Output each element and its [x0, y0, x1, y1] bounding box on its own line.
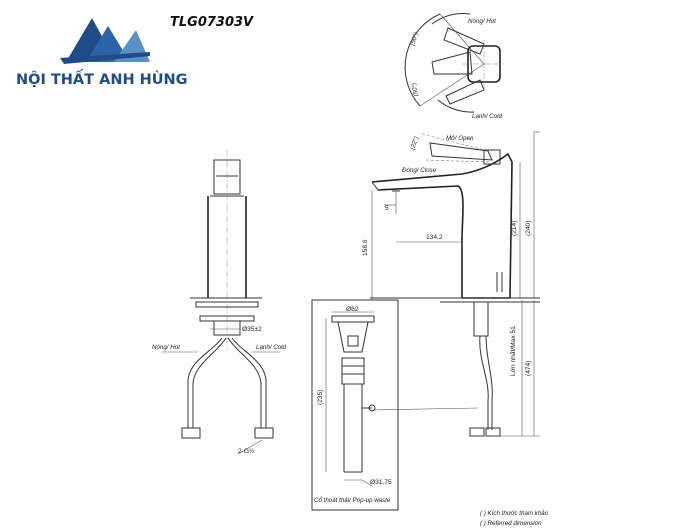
side-open-label: Mở/ Open [446, 135, 474, 142]
brand-name: NỘI THẤT ANH HÙNG [16, 68, 188, 88]
side-close-label: Đóng/ Close [402, 167, 437, 174]
side-dim-134: 134.2 [426, 234, 443, 241]
top-angle-hot: (50°) [409, 32, 420, 47]
front-cold-label: Lạnh/ Cold [256, 344, 286, 351]
top-cold-label: Lạnh/ Cold [472, 113, 502, 120]
brand-logo [60, 18, 150, 64]
front-view [162, 150, 280, 455]
note-referred-en: ( ) Referred dimension [480, 520, 542, 527]
side-view [370, 131, 540, 437]
side-dim-474: (474) [525, 361, 532, 376]
waste-dim-235: (235) [317, 390, 324, 405]
side-dim-240: (240) [525, 221, 532, 236]
waste-dim-62: Ø62 [346, 306, 359, 313]
front-thread-label: 2-G½ [238, 447, 255, 455]
waste-dim-3175: Ø31.75 [370, 479, 392, 486]
logo-mountain-center [86, 26, 130, 62]
side-dim-158: 158.6 [362, 239, 369, 256]
model-code: TLG07303V [170, 15, 254, 30]
top-angle-cold: (50°) [411, 82, 420, 96]
side-dim-max51: Lớn nhất/Max 51 [508, 326, 517, 376]
side-angle-open: (22°) [409, 136, 420, 151]
waste-view [311, 299, 399, 511]
note-referred-vi: ( ) Kích thước tham khảo [480, 510, 549, 517]
waste-caption: Cổ thoát thải/ Pop-up waste [314, 497, 391, 504]
logo-swoosh [60, 52, 150, 64]
side-dim-5: 5 [385, 205, 389, 212]
top-view [404, 12, 506, 113]
front-hot-label: Nóng/ Hot [152, 344, 180, 351]
front-dim-35: Ø35±2 [242, 326, 262, 333]
top-hot-label: Nóng/ Hot [468, 18, 496, 25]
side-dim-214: (214) [511, 221, 518, 236]
